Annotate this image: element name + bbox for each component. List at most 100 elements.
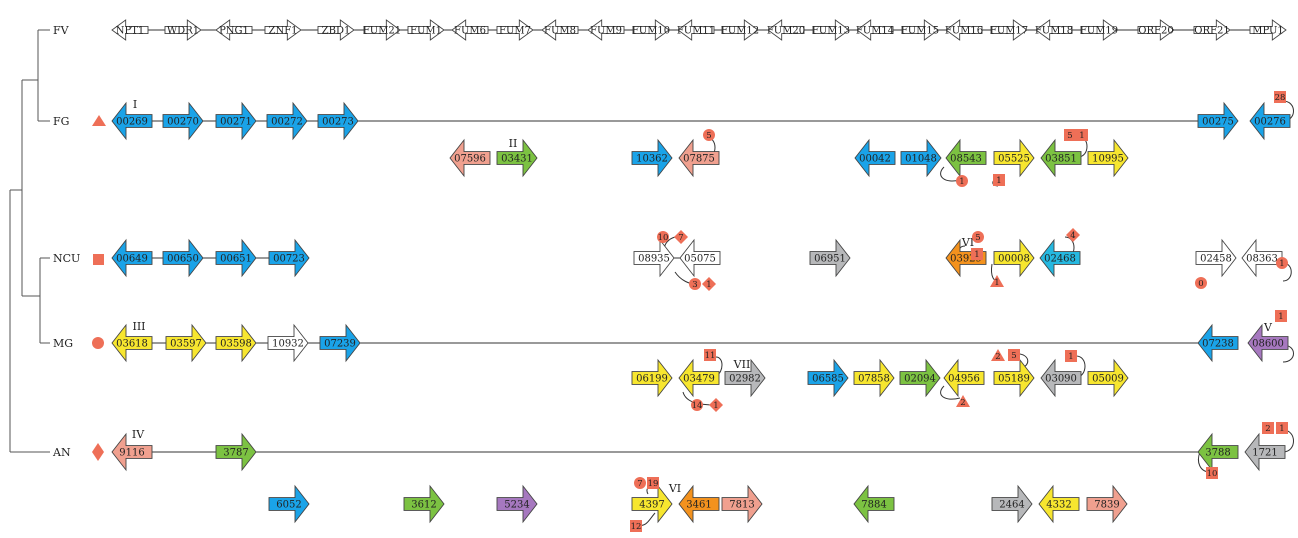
count-badge: 19: [647, 477, 659, 489]
badge-value: 5: [1011, 351, 1016, 361]
gene-arrow-shape: [449, 138, 491, 178]
count-badge: 14: [691, 399, 703, 411]
gene-label: FUM7: [499, 26, 531, 37]
badge-value: 5: [1067, 131, 1072, 141]
gene-arrow-shape: [1038, 484, 1080, 524]
gene-arrow-shape: [1035, 19, 1073, 41]
count-badge: 2: [991, 349, 1005, 362]
badge-shape: [991, 349, 1005, 361]
gene-arrow-ZNF1: ZNF1: [264, 19, 302, 41]
gene-label: 00042: [859, 154, 891, 165]
gene-arrow-shape: [1086, 484, 1128, 524]
gene-arrow-00271: 00271: [215, 101, 257, 141]
gene-arrow-shape: [945, 19, 983, 41]
badge-value: 10: [1207, 469, 1218, 479]
gene-arrow-shape: [993, 238, 1035, 278]
gene-label: 03598: [220, 339, 252, 350]
gene-arrow-3788: 3788: [1197, 432, 1239, 472]
gene-label: 01048: [905, 154, 937, 165]
badge-value: 1: [996, 176, 1001, 186]
gene-arrow-00269: 00269: [111, 101, 153, 141]
gene-arrow-03598: 03598: [215, 323, 257, 363]
count-badge: 1: [990, 275, 1004, 288]
species-label-an: AN: [52, 446, 71, 459]
gene-arrow-FUM16: FUM16: [945, 19, 983, 41]
gene-label: 00271: [220, 117, 252, 128]
gene-arrow-00651: 00651: [215, 238, 257, 278]
gene-label: 9116: [119, 448, 144, 459]
badge-value: 7: [678, 233, 683, 243]
gene-label: 07875: [683, 154, 715, 165]
gene-label: MPU1: [1252, 26, 1284, 37]
count-badge: 5: [1064, 129, 1076, 141]
gene-arrow-shape: [162, 101, 204, 141]
gene-arrow-shape: [721, 484, 763, 524]
gene-arrow-FUM13: FUM13: [812, 19, 850, 41]
triangle-marker-icon: [92, 115, 106, 126]
badge-value: 19: [648, 479, 659, 489]
count-badge: 1: [702, 277, 716, 291]
gene-label: 00723: [273, 254, 305, 265]
gene-arrow-08935: 08935: [633, 238, 675, 278]
gene-label: 10932: [272, 339, 304, 350]
gene-arrow-FUM17: FUM17: [990, 19, 1028, 41]
gene-arrow-06585: 06585: [807, 358, 849, 398]
gene-arrow-07875: 07875: [678, 138, 720, 178]
gene-label: 05009: [1092, 374, 1124, 385]
gene-label: 06951: [814, 254, 846, 265]
gene-arrow-05525: 05525: [993, 138, 1035, 178]
gene-label: 03851: [1045, 154, 1077, 165]
gene-label: PNG1: [219, 26, 249, 37]
badge-shape: [702, 277, 716, 291]
gene-arrow-08600: 08600: [1247, 323, 1289, 363]
gene-arrow-PNG1: PNG1: [215, 19, 253, 41]
gene-arrow-shape: [215, 238, 257, 278]
gene-label: 00276: [1254, 117, 1286, 128]
gene-arrow-3461: 3461: [678, 484, 720, 524]
gene-arrow-3612: 3612: [403, 484, 445, 524]
gene-arrow-NPT1: NPT1: [111, 19, 149, 41]
gene-arrow-shape: [631, 358, 673, 398]
gene-arrow-FUM9: FUM9: [587, 19, 625, 41]
gene-arrow-shape: [678, 484, 720, 524]
gene-label: 10995: [1092, 154, 1124, 165]
gene-arrow-shape: [451, 19, 489, 41]
count-badge: 1: [1076, 129, 1088, 141]
gene-label: 10362: [636, 154, 668, 165]
gene-label: 00650: [167, 254, 199, 265]
gene-arrow-06951: 06951: [809, 238, 851, 278]
gene-arrow-shape: [319, 323, 361, 363]
gene-arrow-00275: 00275: [1197, 101, 1239, 141]
gene-label: FUM1: [410, 26, 442, 37]
gene-arrow-shape: [1249, 19, 1287, 41]
badge-shape: [956, 175, 968, 187]
gene-arrow-03618: 03618: [111, 323, 153, 363]
gene-label: 03479: [683, 374, 715, 385]
gene-arrow-shape: [1137, 19, 1175, 41]
count-badge: 12: [630, 520, 642, 532]
gene-label: 2464: [999, 500, 1024, 511]
gene-arrow-shape: [631, 484, 673, 524]
count-badge: 1: [1276, 257, 1288, 269]
species-label-fv: FV: [53, 24, 70, 37]
gene-label: 02458: [1200, 254, 1232, 265]
badge-shape: [1066, 228, 1080, 242]
badge-value: 1: [1279, 424, 1284, 434]
gene-label: 6052: [276, 500, 301, 511]
gene-label: 7884: [861, 500, 886, 511]
gene-arrow-shape: [111, 19, 149, 41]
gene-label: 1721: [1252, 448, 1277, 459]
gene-arrow-FUM15: FUM15: [901, 19, 939, 41]
gene-arrow-FUM8: FUM8: [541, 19, 579, 41]
gene-label: 08935: [638, 254, 670, 265]
gene-label: 7839: [1094, 500, 1119, 511]
gene-label: ZNF1: [269, 26, 298, 37]
badge-value: 2: [995, 352, 1000, 362]
gene-arrow-shape: [853, 358, 895, 398]
gene-label: 05189: [998, 374, 1030, 385]
gene-label: 08543: [950, 154, 982, 165]
gene-label: 00269: [116, 117, 148, 128]
gene-label: 06199: [636, 374, 668, 385]
gene-label: WDR1: [167, 26, 199, 37]
